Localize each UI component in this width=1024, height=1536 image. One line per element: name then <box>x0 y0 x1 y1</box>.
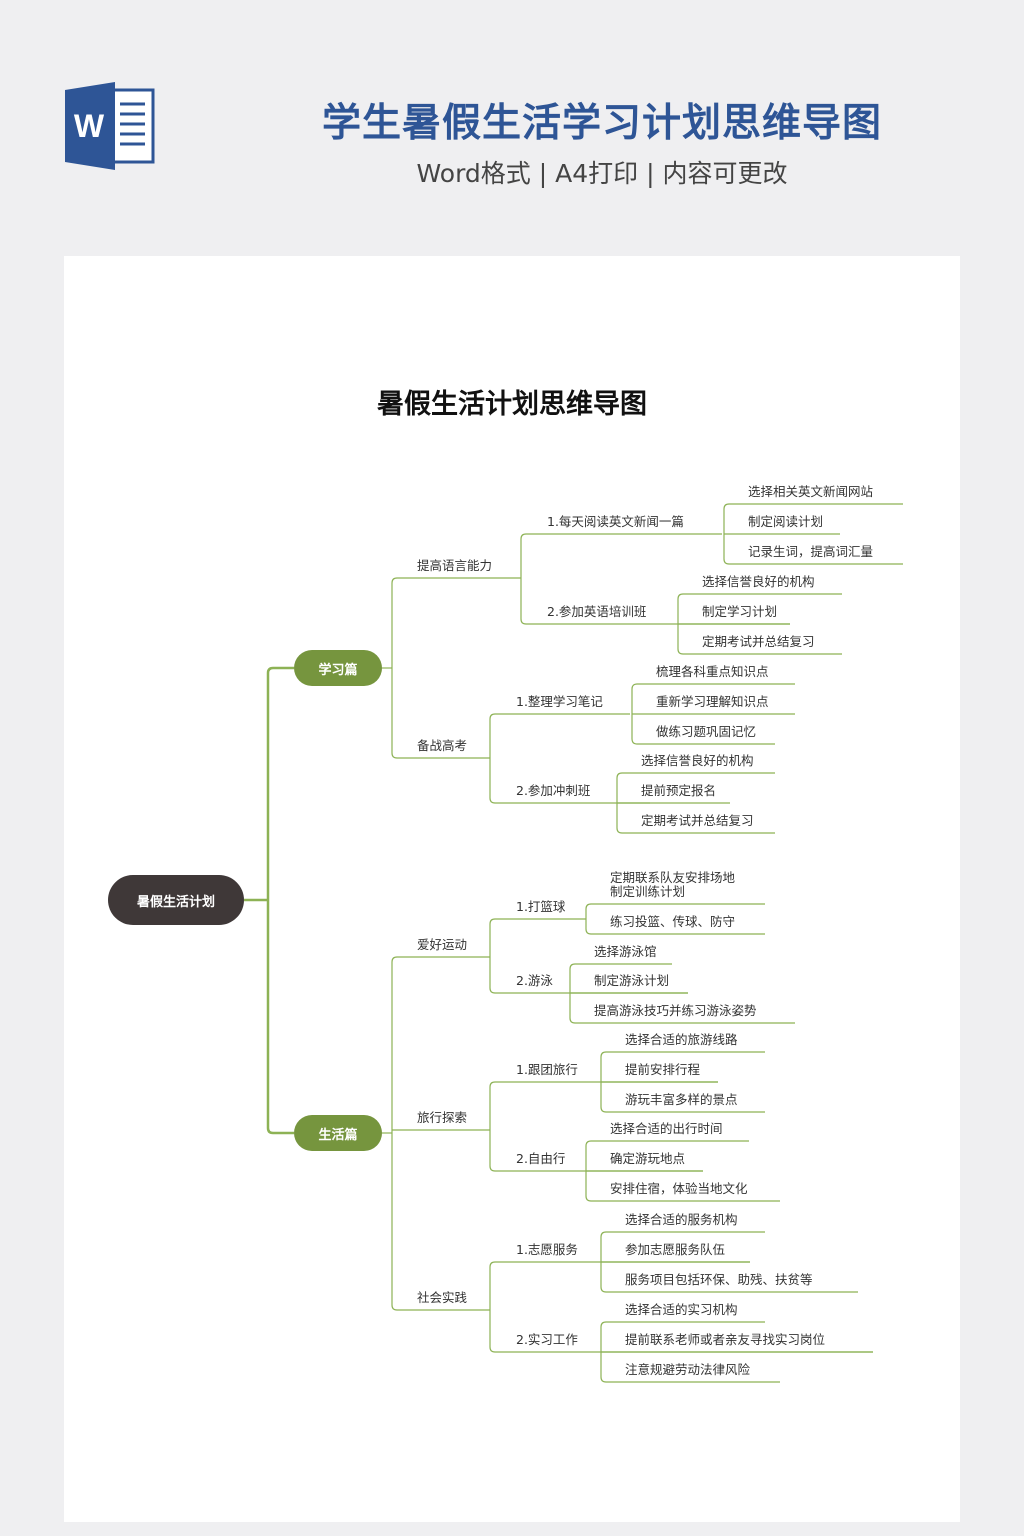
mindmap-group-node: 备战高考 <box>417 738 468 753</box>
mindmap-leaf-node: 提高游泳技巧并练习游泳姿势 <box>594 1003 757 1018</box>
page-subtitle: Word格式 | A4打印 | 内容可更改 <box>416 159 788 188</box>
leaf-connector <box>585 1171 780 1202</box>
item-connector <box>520 533 722 578</box>
mindmap-leaf-node: 选择信誉良好的机构 <box>702 574 815 589</box>
mindmap-leaf-node: 选择合适的服务机构 <box>625 1212 738 1227</box>
item-connector <box>489 758 650 804</box>
mindmap-item-node: 1.志愿服务 <box>516 1242 578 1257</box>
group-connector <box>391 577 521 668</box>
item-connector <box>489 918 586 957</box>
mindmap-group-node: 爱好运动 <box>417 937 468 952</box>
svg-text:W: W <box>74 108 105 144</box>
leaf-connector <box>600 1231 765 1262</box>
leaf-connector <box>677 624 842 655</box>
leaf-connector <box>631 714 775 745</box>
mindmap-branch-node: 生活篇 <box>294 1115 382 1151</box>
item-connector <box>489 1081 718 1130</box>
mindmap-leaf-node: 注意规避劳动法律风险 <box>625 1362 751 1377</box>
item-connector <box>489 957 688 994</box>
mindmap-item-node: 2.游泳 <box>516 973 553 988</box>
mindmap-leaf-node: 重新学习理解知识点 <box>656 694 769 709</box>
leaf-connector <box>631 683 795 714</box>
mindmap-leaf-node: 提前联系老师或者亲友寻找实习岗位 <box>625 1332 826 1347</box>
mindmap-item-node: 1.跟团旅行 <box>516 1062 578 1077</box>
mindmap-leaf-node: 参加志愿服务队伍 <box>625 1242 726 1257</box>
leaf-connector <box>616 803 775 834</box>
mindmap-branch-node: 学习篇 <box>294 650 382 686</box>
word-icon: W <box>65 82 155 170</box>
item-connector <box>489 1130 703 1172</box>
mindmap-group-node: 提高语言能力 <box>417 558 493 573</box>
item-connector <box>489 1261 750 1310</box>
mindmap-leaf-node: 选择信誉良好的机构 <box>641 753 754 768</box>
mindmap-leaf-node: 安排住宿，体验当地文化 <box>610 1181 748 1196</box>
mindmap-leaf-node: 做练习题巩固记忆 <box>656 724 757 739</box>
mindmap-item-node: 2.参加冲刺班 <box>516 783 591 798</box>
leaf-connector <box>600 1051 765 1082</box>
item-connector <box>489 1310 873 1353</box>
mindmap-leaf-node: 确定游玩地点 <box>610 1151 686 1166</box>
mindmap-leaf-node: 服务项目包括环保、助残、扶贫等 <box>625 1272 813 1287</box>
mindmap-leaf-node: 选择游泳馆 <box>594 944 657 959</box>
group-connector <box>391 668 490 759</box>
leaf-connector <box>723 534 903 565</box>
leaf-connector <box>723 503 903 534</box>
mindmap-leaf-node: 练习投篮、传球、防守 <box>610 914 736 929</box>
leaf-connector <box>600 1262 858 1293</box>
mindmap-leaf-node: 选择合适的实习机构 <box>625 1302 738 1317</box>
leaf-connector <box>585 1140 749 1171</box>
mindmap-item-node: 2.实习工作 <box>516 1332 578 1347</box>
mindmap-leaf-node: 记录生词，提高词汇量 <box>748 544 874 559</box>
leaf-connector <box>600 1321 765 1352</box>
mindmap-leaf-node: 梳理各科重点知识点 <box>656 664 769 679</box>
mindmap-item-node: 2.参加英语培训班 <box>547 604 647 619</box>
mindmap-leaf-node: 制定阅读计划 <box>748 514 824 529</box>
mindmap-leaf-node: 选择合适的出行时间 <box>610 1121 723 1136</box>
page-title: 学生暑假生活学习计划思维导图 <box>321 101 882 146</box>
item-connector <box>520 578 790 625</box>
mindmap-item-node: 1.每天阅读英文新闻一篇 <box>547 514 684 529</box>
mindmap-leaf-node: 提前预定报名 <box>641 783 717 798</box>
leaf-connector <box>616 772 775 803</box>
mindmap-group-node: 旅行探索 <box>417 1110 468 1125</box>
branch-connector <box>266 900 294 1135</box>
leaf-connector <box>600 1352 780 1383</box>
mindmap-leaf-node: 定期联系队友安排场地 制定训练计划 <box>610 870 736 899</box>
mindmap-group-node: 社会实践 <box>417 1290 468 1305</box>
mindmap-leaf-node: 制定游泳计划 <box>594 973 670 988</box>
mindmap-item-node: 1.整理学习笔记 <box>516 694 603 709</box>
leaf-connector <box>585 919 765 935</box>
item-connector <box>489 713 630 758</box>
mindmap-leaf-node: 制定学习计划 <box>702 604 778 619</box>
mindmap-leaf-node: 定期考试并总结复习 <box>641 813 754 828</box>
mindmap-leaf-node: 提前安排行程 <box>625 1062 701 1077</box>
leaf-connector <box>677 593 842 624</box>
leaf-connector <box>569 993 795 1024</box>
mindmap-leaf-node: 游玩丰富多样的景点 <box>625 1092 738 1107</box>
group-connector <box>391 1133 490 1311</box>
group-connector <box>391 956 490 1133</box>
mindmap-item-node: 2.自由行 <box>516 1151 566 1166</box>
leaf-connector <box>600 1082 765 1113</box>
mindmap-leaf-node: 选择合适的旅游线路 <box>625 1032 738 1047</box>
mindmap-item-node: 1.打篮球 <box>516 899 566 914</box>
leaf-connector <box>569 963 672 993</box>
mindmap-root-node: 暑假生活计划 <box>108 875 244 925</box>
branch-connector <box>266 666 294 900</box>
mindmap-leaf-node: 定期考试并总结复习 <box>702 634 815 649</box>
mindmap-title: 暑假生活计划思维导图 <box>377 389 647 420</box>
leaf-connector <box>585 903 765 919</box>
mindmap-leaf-node: 选择相关英文新闻网站 <box>748 484 874 499</box>
